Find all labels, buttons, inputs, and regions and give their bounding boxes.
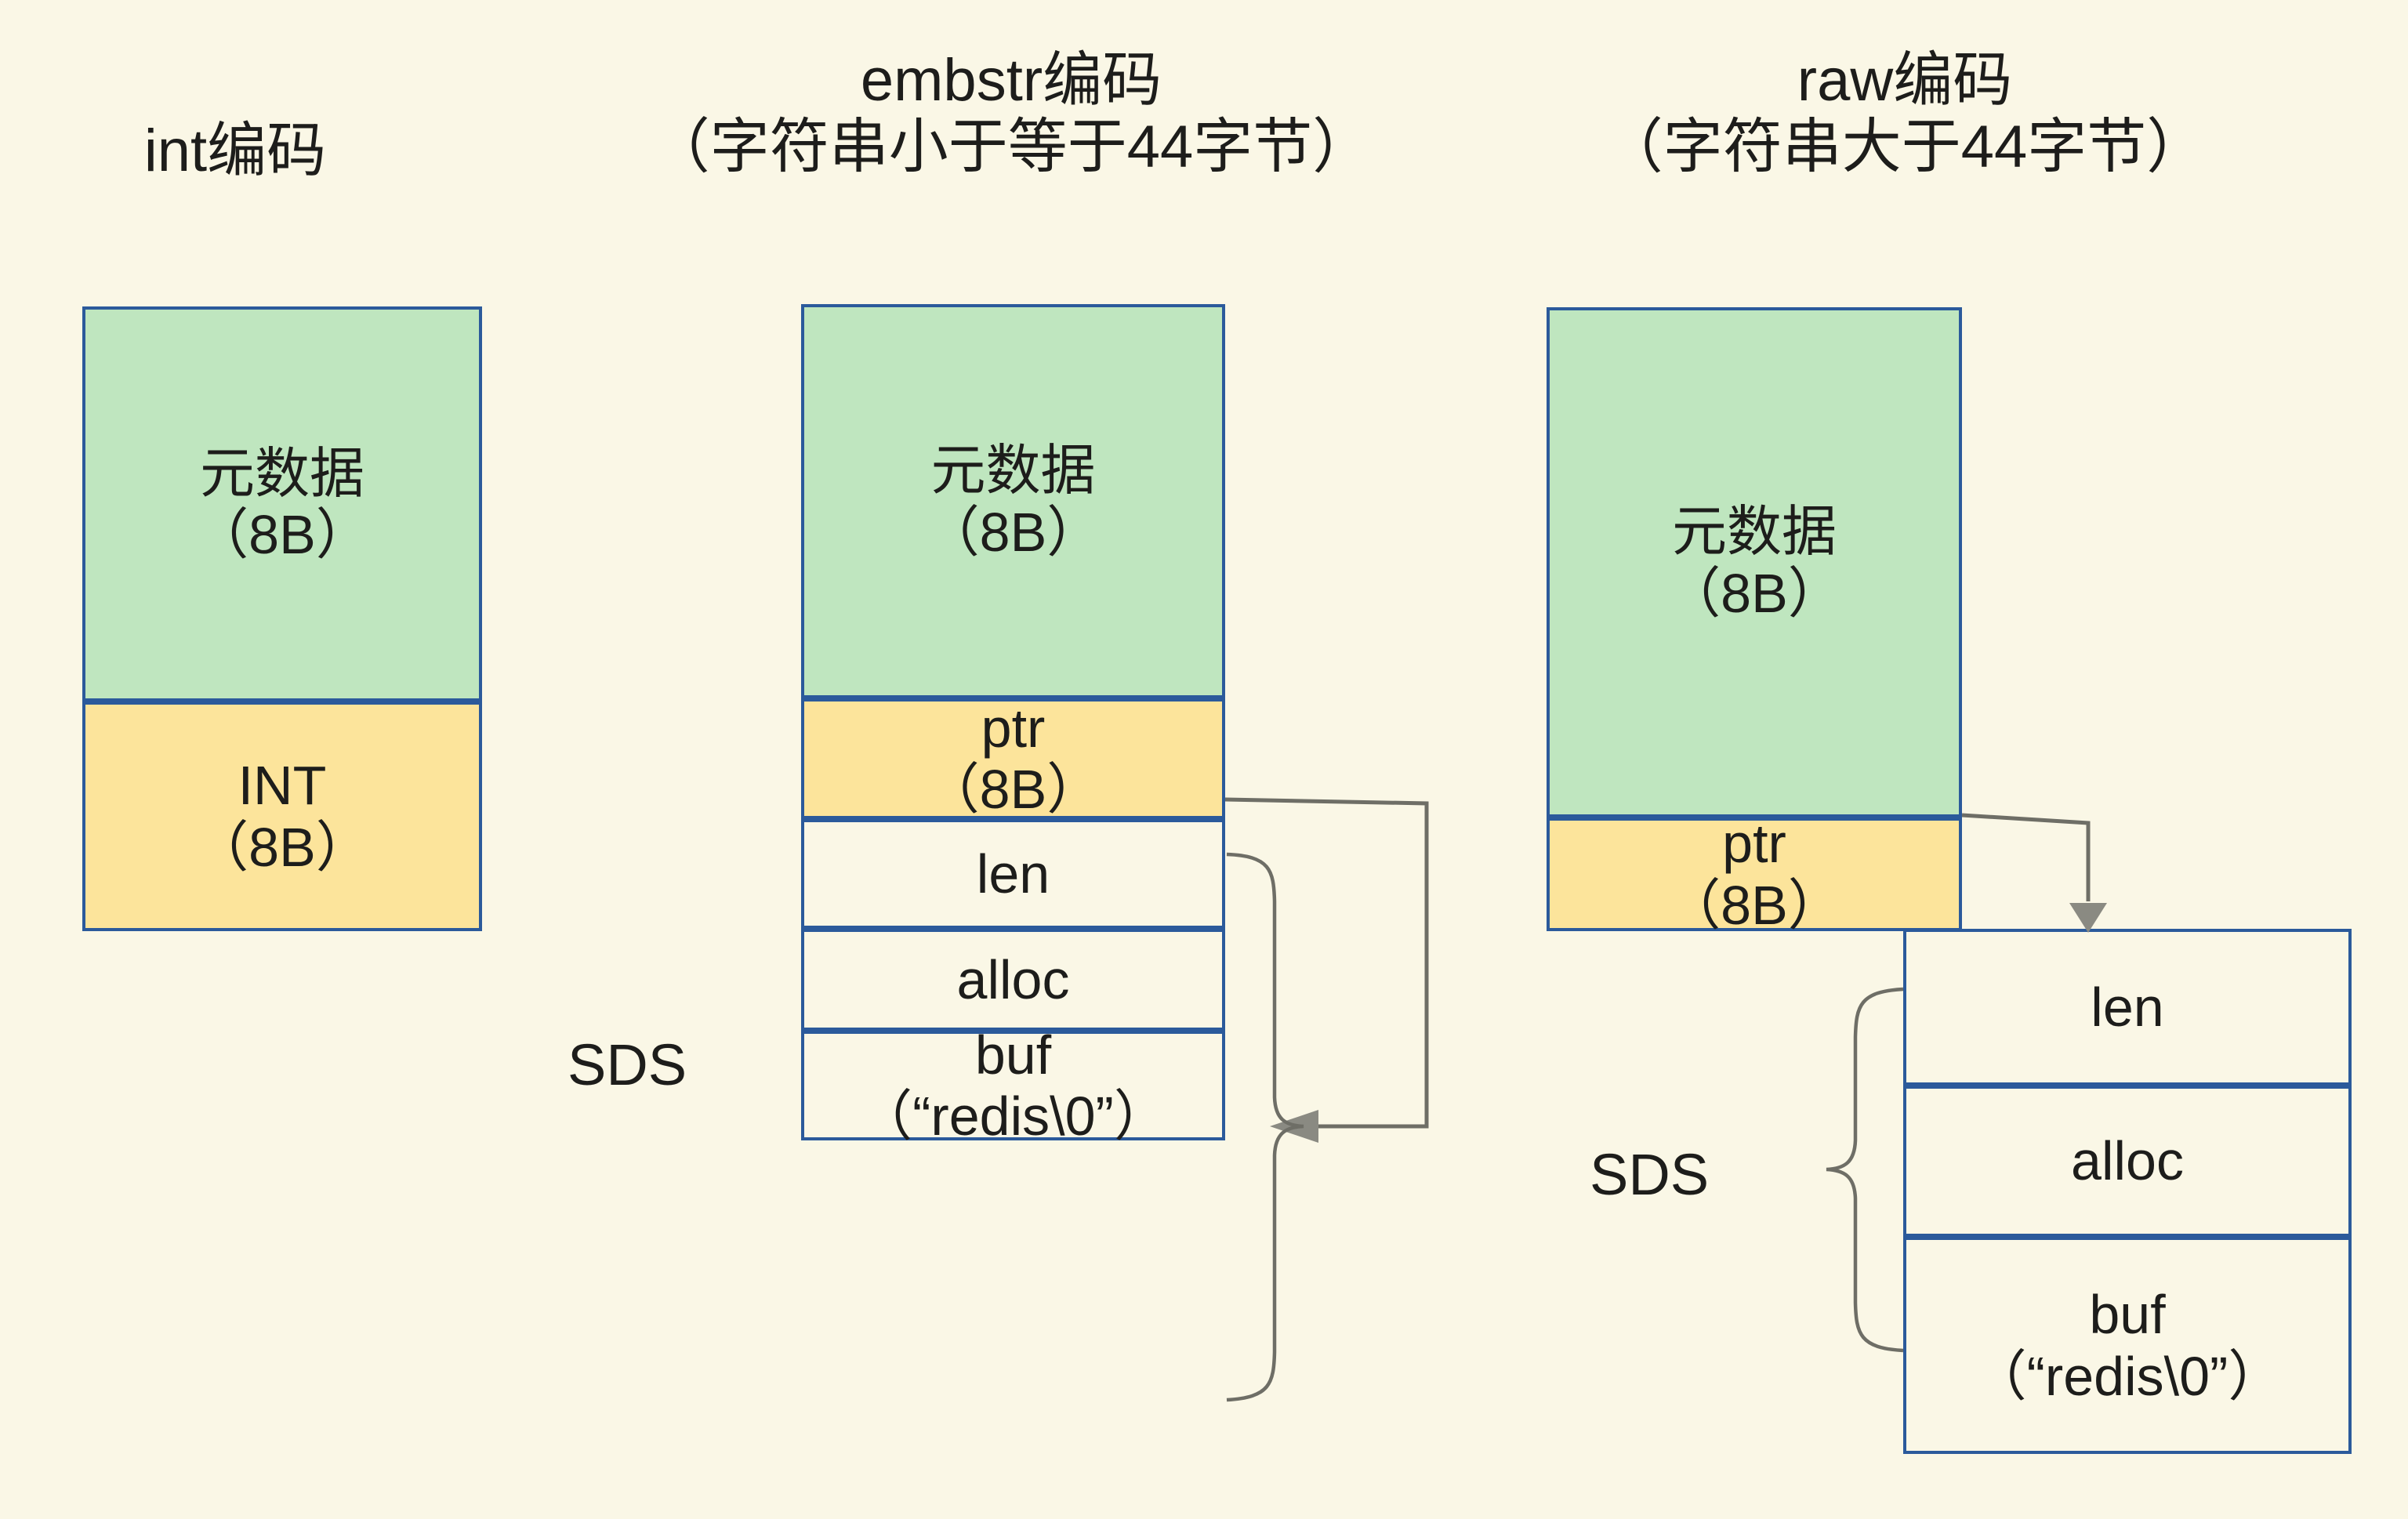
int-metadata-line1: 元数据 (200, 442, 364, 504)
embstr-len-cell: len (801, 819, 1225, 929)
int-object-block: 元数据 （8B） INT （8B） (82, 306, 482, 931)
column-title-embstr: embstr编码 （字符串小于等于44字节） (549, 47, 1474, 180)
embstr-sds-label: SDS (568, 1036, 687, 1094)
embstr-ptr-line1: ptr (981, 697, 1046, 759)
raw-sds-label: SDS (1590, 1146, 1709, 1204)
embstr-metadata-cell: 元数据 （8B） (801, 304, 1225, 698)
embstr-buf-line1: buf (974, 1024, 1052, 1086)
column-title-int: int编码 (102, 118, 368, 184)
int-value-line1: INT (238, 755, 327, 817)
raw-metadata-line1: 元数据 (1672, 501, 1837, 563)
embstr-ptr-arrowhead-icon (1270, 1110, 1318, 1143)
raw-sds-label-text: SDS (1590, 1142, 1710, 1207)
column-title-raw-text: raw编码 (1797, 47, 2013, 114)
column-subtitle-embstr-text: （字符串小于等于44字节） (650, 114, 1373, 181)
embstr-object-block: 元数据 （8B） ptr （8B） len alloc buf （“redis\… (801, 304, 1225, 1147)
column-title-raw: raw编码 （字符串大于44字节） (1474, 47, 2336, 180)
raw-buf-cell: buf （“redis\0”） (1903, 1237, 2352, 1454)
embstr-buf-cell: buf （“redis\0”） (801, 1024, 1225, 1147)
raw-ptr-line1: ptr (1722, 813, 1786, 875)
column-title-embstr-text: embstr编码 (860, 47, 1162, 114)
raw-ptr-connector-line (1961, 813, 2091, 901)
int-value-cell: INT （8B） (82, 701, 482, 931)
embstr-ptr-connector-line (1224, 797, 1429, 1129)
raw-alloc-line1: alloc (2071, 1130, 2184, 1192)
raw-sds-block: len alloc buf （“redis\0”） (1903, 929, 2352, 1454)
column-title-int-text: int编码 (143, 118, 327, 184)
embstr-sds-brace-icon (1226, 852, 1304, 1402)
raw-alloc-cell: alloc (1903, 1086, 2352, 1237)
raw-ptr-line2: （8B） (1666, 874, 1843, 936)
raw-sds-brace-icon (1826, 987, 1904, 1353)
raw-object-block: 元数据 （8B） ptr （8B） (1547, 307, 1962, 936)
embstr-alloc-cell: alloc (801, 929, 1225, 1031)
raw-buf-line2: （“redis\0”） (1971, 1345, 2283, 1407)
embstr-sds-label-text: SDS (568, 1032, 687, 1097)
raw-len-cell: len (1903, 929, 2352, 1086)
embstr-ptr-cell: ptr （8B） (801, 697, 1225, 820)
embstr-ptr-line2: （8B） (924, 759, 1102, 820)
raw-metadata-line2: （8B） (1666, 562, 1843, 624)
int-value-line2: （8B） (194, 816, 371, 878)
embstr-alloc-line1: alloc (956, 948, 1070, 1010)
column-subtitle-raw-text: （字符串大于44字节） (1603, 114, 2207, 181)
int-metadata-cell: 元数据 （8B） (82, 306, 482, 701)
int-metadata-line2: （8B） (194, 504, 371, 565)
raw-buf-line1: buf (2089, 1284, 2166, 1346)
embstr-metadata-line2: （8B） (924, 501, 1102, 563)
raw-ptr-cell: ptr （8B） (1547, 813, 1962, 936)
embstr-buf-line2: （“redis\0”） (858, 1086, 1169, 1147)
embstr-len-line1: len (976, 843, 1050, 905)
raw-metadata-cell: 元数据 （8B） (1547, 307, 1962, 818)
embstr-metadata-line1: 元数据 (930, 440, 1096, 502)
raw-len-line1: len (2091, 976, 2164, 1038)
